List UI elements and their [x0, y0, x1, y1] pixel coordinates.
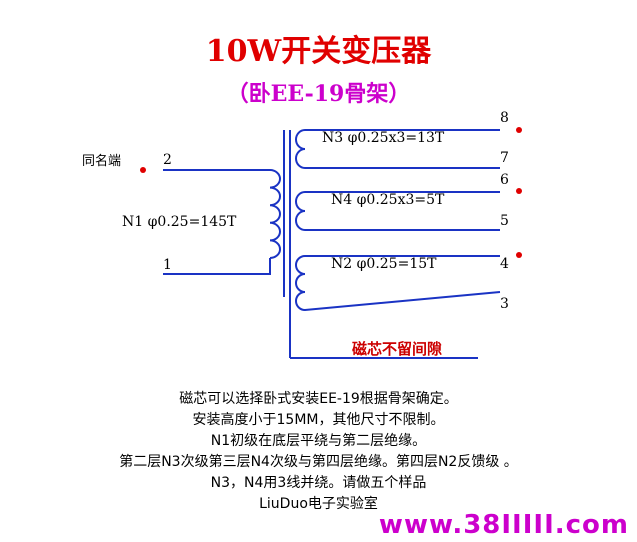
primary-pin-top: 2 — [163, 152, 172, 168]
n2-coil — [295, 255, 501, 312]
note-line: LiuDuo电子实验室 — [259, 496, 378, 512]
n4-pin-bottom: 5 — [500, 213, 509, 229]
primary-lead-bottom — [163, 258, 271, 275]
dot-marker-n4 — [516, 188, 522, 194]
note-line: N1初级在底层平绕与第二层绝缘。 — [210, 433, 427, 449]
n4-pin-top: 6 — [500, 172, 509, 188]
note-line: N3，N4用3线并绕。请做五个样品 — [210, 475, 427, 491]
primary-label: N1 φ0.25=145T — [122, 214, 237, 230]
primary-coil — [269, 169, 281, 259]
n4-coil — [295, 191, 500, 231]
core-note: 磁芯不留间隙 — [352, 340, 443, 358]
n2-pin-bottom: 3 — [500, 296, 509, 312]
page-subtitle: （卧EE-19骨架） — [226, 81, 411, 107]
n3-label: N3 φ0.25x3=13T — [322, 130, 445, 146]
dot-marker-n2 — [516, 252, 522, 258]
notes-block: 磁芯可以选择卧式安装EE-19根据骨架确定。 安装高度小于15MM，其他尺寸不限… — [0, 389, 637, 515]
dot-marker-primary — [140, 167, 146, 173]
n2-label: N2 φ0.25=15T — [331, 256, 437, 272]
dot-marker-n3 — [516, 127, 522, 133]
n3-pin-bottom: 7 — [500, 150, 509, 166]
footer-url[interactable]: www.38IIIII.com — [378, 510, 629, 540]
n4-label: N4 φ0.25x3=5T — [331, 192, 445, 208]
n2-pin-top: 4 — [500, 256, 509, 272]
n3-pin-top: 8 — [500, 110, 509, 126]
page-title: 10W开关变压器 — [205, 34, 432, 69]
note-line: 磁芯可以选择卧式安装EE-19根据骨架确定。 — [179, 391, 458, 407]
primary-pin-bottom: 1 — [163, 257, 172, 273]
dot-label: 同名端 — [82, 154, 122, 169]
note-line: 第二层N3次级第三层N4次级与第四层绝缘。第四层N2反馈级 。 — [119, 454, 518, 470]
note-line: 安装高度小于15MM，其他尺寸不限制。 — [192, 412, 445, 428]
n3-coil — [295, 129, 500, 169]
